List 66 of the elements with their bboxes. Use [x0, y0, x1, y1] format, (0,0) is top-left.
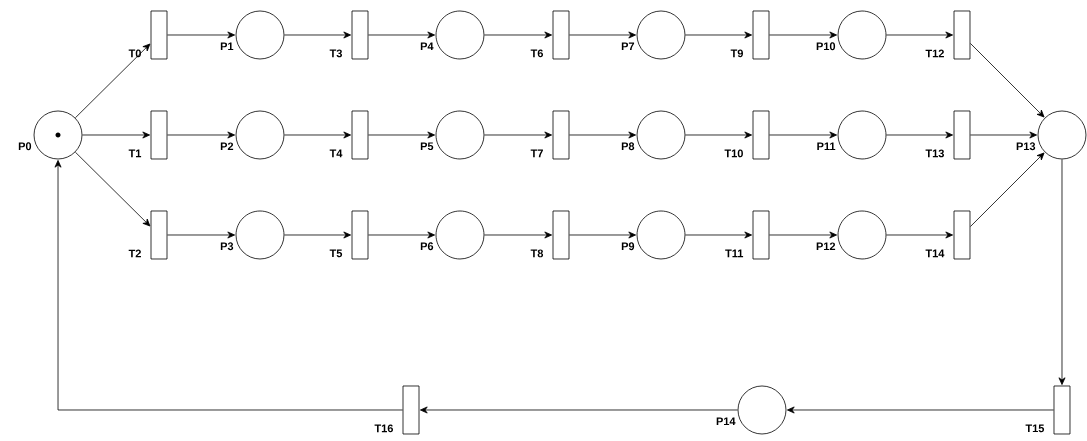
node-label: P8 [621, 142, 635, 151]
arrow [368, 131, 435, 139]
node-label: T1 [128, 149, 142, 158]
node-label: T5 [329, 249, 343, 258]
arrow [74, 43, 151, 119]
arrow [769, 131, 837, 139]
node-label: T14 [925, 249, 945, 258]
node-label: T11 [725, 249, 744, 258]
node-label: T2 [128, 249, 141, 258]
node-label: P12 [816, 242, 836, 251]
node-label: T3 [329, 49, 342, 58]
arrow [484, 31, 552, 39]
arrow [569, 131, 636, 139]
arrow [368, 231, 435, 239]
node-label: T6 [530, 49, 543, 58]
arrow [685, 131, 752, 139]
node-label: T4 [329, 149, 343, 158]
node-label: P11 [817, 142, 836, 151]
node-label: P2 [220, 142, 234, 151]
node-label: P4 [420, 42, 434, 51]
arrow [167, 31, 236, 39]
node-label: T16 [374, 424, 393, 433]
node-label: P5 [420, 142, 434, 151]
arrow [685, 231, 752, 239]
arrow [787, 406, 1054, 414]
arrow [74, 151, 151, 227]
arrow [284, 31, 351, 39]
node-label: T8 [530, 249, 544, 258]
node-label: T15 [1025, 424, 1045, 433]
arrow [167, 131, 236, 139]
node-label: T10 [724, 149, 743, 158]
node-label: P9 [621, 242, 635, 251]
arrow [167, 231, 236, 239]
arrow [484, 131, 552, 139]
arrow [82, 131, 151, 139]
arrow [769, 31, 837, 39]
arrow [970, 43, 1045, 118]
node-label: T12 [925, 49, 944, 58]
arrow [1058, 159, 1066, 385]
node-label: P10 [816, 42, 836, 51]
node-label: P0 [18, 142, 32, 151]
arrow [484, 231, 552, 239]
arrow [886, 231, 953, 239]
arrow [970, 131, 1037, 139]
node-label: T13 [925, 149, 944, 158]
arrow [368, 31, 435, 39]
node-label: T9 [730, 49, 743, 58]
node-label: P6 [420, 242, 434, 251]
arrow [54, 160, 403, 411]
arrow [569, 231, 636, 239]
node-label: T0 [128, 49, 141, 58]
arrow [685, 31, 752, 39]
arrow [886, 131, 953, 139]
arrow [886, 31, 953, 39]
arrow [420, 406, 738, 414]
node-label: P1 [220, 42, 234, 51]
node-label: P13 [1016, 142, 1036, 151]
arrow [284, 231, 351, 239]
arrow [970, 152, 1045, 227]
arrow [569, 31, 636, 39]
node-label: P7 [621, 42, 635, 51]
arrow [284, 131, 351, 139]
node-label: P3 [220, 242, 234, 251]
node-label: T7 [530, 149, 543, 158]
node-label: P14 [716, 417, 736, 426]
arrow [769, 231, 837, 239]
